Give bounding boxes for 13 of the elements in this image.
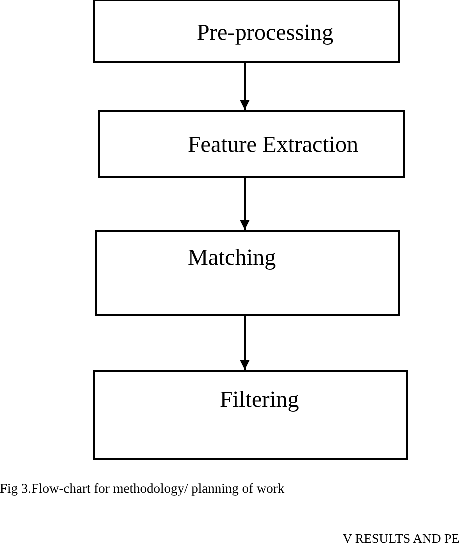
process-box (93, 370, 408, 460)
process-box (93, 0, 400, 63)
box-label: Pre-processing (197, 21, 334, 44)
arrow (240, 316, 250, 370)
figure-caption: Fig 3.Flow-chart for methodology/ planning of work (0, 481, 285, 497)
box-label: Filtering (220, 388, 300, 411)
box-label: Matching (188, 246, 276, 269)
box-label: Feature Extraction (188, 133, 359, 156)
arrow (240, 63, 250, 110)
process-box (98, 110, 405, 178)
process-box (95, 230, 400, 316)
arrow (240, 178, 250, 230)
section-heading: V RESULTS AND PE (343, 531, 460, 547)
